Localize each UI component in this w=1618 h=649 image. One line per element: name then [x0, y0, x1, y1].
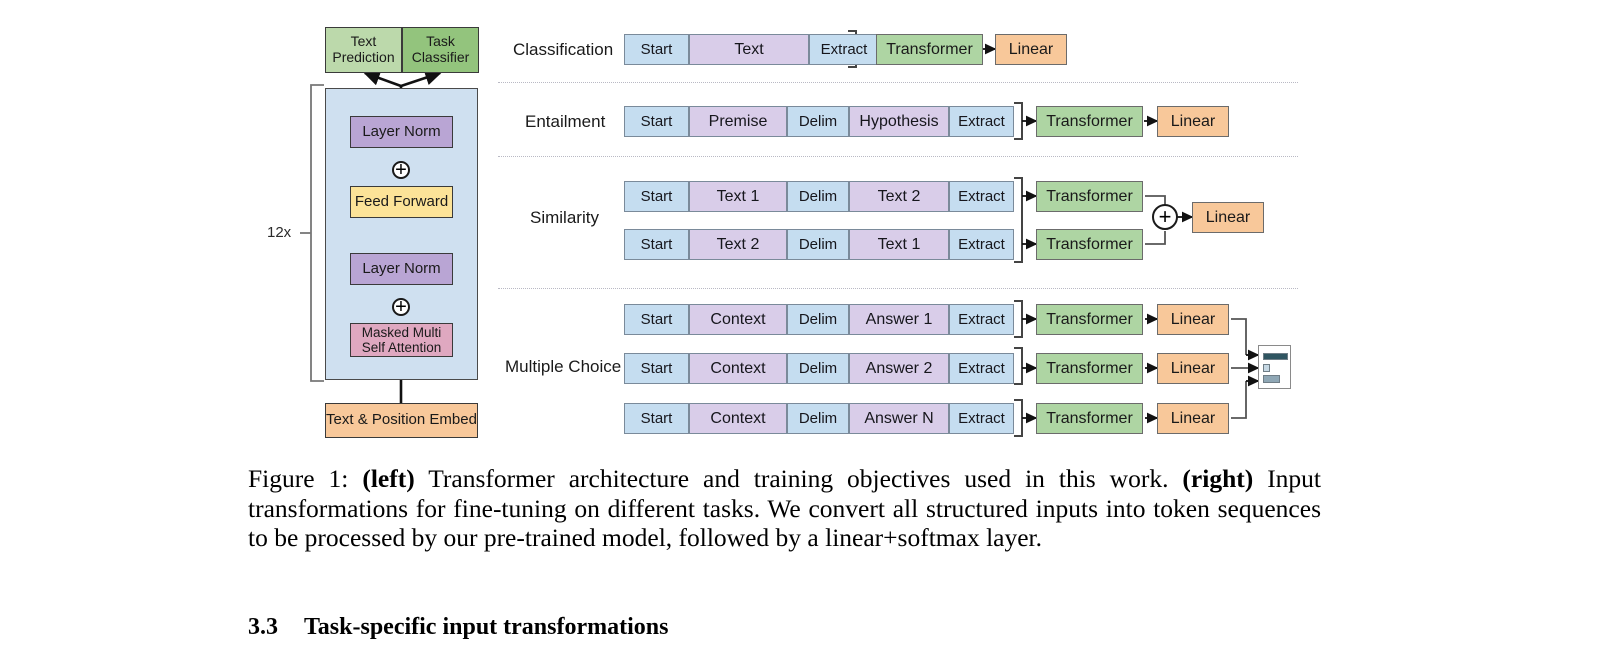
token-answer-1: Answer 1 — [849, 304, 949, 335]
head-text-prediction-line2: Prediction — [332, 49, 395, 65]
layer-norm-bottom: Layer Norm — [350, 253, 453, 285]
attention-line2: Self Attention — [361, 340, 442, 355]
token-context: Context — [689, 353, 787, 384]
repeat-count-label: 12x — [267, 224, 292, 241]
token-text2: Text 2 — [689, 229, 787, 260]
module-transformer: Transformer — [1036, 181, 1143, 212]
token-answer-n: Answer N — [849, 403, 949, 434]
module-transformer: Transformer — [1036, 106, 1143, 137]
token-extract: Extract — [949, 106, 1014, 137]
module-linear: Linear — [1157, 403, 1229, 434]
task-label-similarity: Similarity — [530, 208, 599, 227]
head-text-prediction-line1: Text — [350, 33, 377, 50]
token-context: Context — [689, 304, 787, 335]
token-delim: Delim — [787, 229, 849, 260]
module-transformer: Transformer — [1036, 403, 1143, 434]
module-linear: Linear — [995, 34, 1067, 65]
residual-add-bottom: + — [392, 297, 410, 317]
token-delim: Delim — [787, 106, 849, 137]
caption-prefix: Figure 1: — [248, 464, 349, 493]
module-transformer: Transformer — [876, 34, 983, 65]
token-hypothesis: Hypothesis — [849, 106, 949, 137]
head-text-prediction: Text Prediction — [325, 27, 402, 73]
module-linear: Linear — [1157, 106, 1229, 137]
token-text1: Text 1 — [849, 229, 949, 260]
token-extract: Extract — [809, 34, 879, 65]
softmax-bar-2 — [1263, 364, 1270, 372]
token-delim: Delim — [787, 403, 849, 434]
section-number: 3.3 — [248, 614, 278, 640]
token-extract: Extract — [949, 229, 1014, 260]
token-delim: Delim — [787, 304, 849, 335]
softmax-bar-1 — [1263, 353, 1288, 360]
token-answer-2: Answer 2 — [849, 353, 949, 384]
row-separator — [498, 156, 1298, 157]
module-linear: Linear — [1157, 353, 1229, 384]
similarity-combiner-add: + — [1152, 204, 1178, 230]
caption-bold-right: (right) — [1182, 464, 1254, 493]
token-delim: Delim — [787, 181, 849, 212]
token-context: Context — [689, 403, 787, 434]
feed-forward-block: Feed Forward — [350, 186, 453, 218]
layer-norm-top: Layer Norm — [350, 116, 453, 148]
token-text: Text — [689, 34, 809, 65]
head-task-classifier-line2: Classifier — [411, 49, 470, 65]
head-task-classifier: Task Classifier — [402, 27, 479, 73]
figure-caption: Figure 1: (left) Transformer architectur… — [248, 464, 1321, 553]
token-start: Start — [624, 34, 689, 65]
token-extract: Extract — [949, 304, 1014, 335]
softmax-output-box — [1258, 345, 1291, 389]
caption-part-1: Transformer architecture and training ob… — [414, 464, 1183, 493]
head-task-classifier-line1: Task — [426, 33, 455, 50]
token-delim: Delim — [787, 353, 849, 384]
token-start: Start — [624, 304, 689, 335]
token-extract: Extract — [949, 181, 1014, 212]
token-premise: Premise — [689, 106, 787, 137]
row-separator — [498, 82, 1298, 83]
task-label-entailment: Entailment — [525, 112, 606, 131]
module-transformer: Transformer — [1036, 304, 1143, 335]
token-start: Start — [624, 229, 689, 260]
section-title: Task-specific input transformations — [304, 614, 669, 640]
module-transformer: Transformer — [1036, 229, 1143, 260]
masked-self-attention-block: Masked Multi Self Attention — [350, 323, 453, 357]
token-start: Start — [624, 403, 689, 434]
module-linear: Linear — [1157, 304, 1229, 335]
token-text2: Text 2 — [849, 181, 949, 212]
token-text1: Text 1 — [689, 181, 787, 212]
task-label-multiple-choice: Multiple Choice — [505, 357, 622, 376]
residual-add-top: + — [392, 160, 410, 180]
token-start: Start — [624, 353, 689, 384]
token-start: Start — [624, 106, 689, 137]
caption-bold-left: (left) — [362, 464, 415, 493]
attention-line1: Masked Multi — [361, 324, 442, 340]
token-extract: Extract — [949, 403, 1014, 434]
text-position-embed-block: Text & Position Embed — [325, 403, 478, 438]
softmax-bar-3 — [1263, 375, 1280, 383]
module-linear: Linear — [1192, 202, 1264, 233]
caption-part-2: Input transformations for fine-tuning on… — [248, 464, 1322, 552]
section-heading: 3.3 Task-specific input transformations — [248, 614, 668, 641]
module-transformer: Transformer — [1036, 353, 1143, 384]
task-label-classification: Classification — [513, 40, 614, 59]
token-extract: Extract — [949, 353, 1014, 384]
token-start: Start — [624, 181, 689, 212]
row-separator — [498, 288, 1298, 289]
